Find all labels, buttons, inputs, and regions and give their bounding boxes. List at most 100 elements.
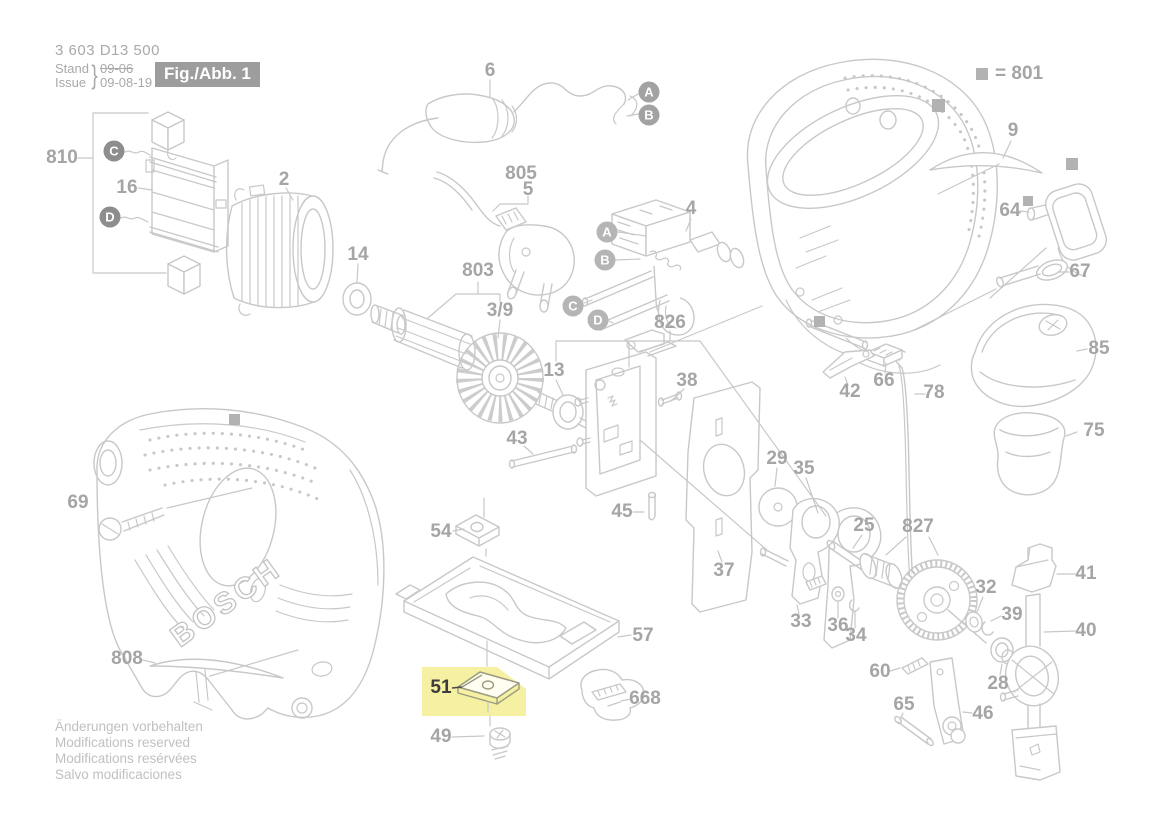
part-label-36: 36: [827, 615, 849, 636]
brush-holder-art: [145, 111, 229, 295]
part-label-60: 60: [869, 661, 891, 682]
part-label-826: 826: [654, 312, 686, 333]
callout-b: B: [638, 104, 660, 126]
callout-c: C: [562, 295, 584, 317]
part-label-37: 37: [713, 560, 735, 581]
part-label-668: 668: [629, 688, 661, 709]
callout-a: A: [638, 81, 660, 103]
part-85-art: [970, 303, 1097, 408]
part-label-46: 46: [972, 703, 994, 724]
part-label-5: 5: [522, 179, 534, 200]
brace-glyph: }: [91, 60, 98, 90]
document-number: 3 603 D13 500: [55, 42, 160, 59]
square-marker-icon: [1066, 158, 1078, 170]
part-label-41: 41: [1075, 563, 1097, 584]
stator-art: [225, 184, 334, 316]
part-label-42: 42: [839, 381, 861, 402]
callout-d: D: [99, 206, 121, 228]
part-label-2: 2: [278, 169, 290, 190]
square-marker-icon: [814, 316, 825, 327]
part-label-4: 4: [685, 198, 697, 219]
part-label-78: 78: [923, 382, 945, 403]
part-67-art: [996, 259, 1069, 288]
issue-date: 09-08-19: [100, 74, 153, 90]
stand-label: Stand: [55, 60, 89, 76]
part-label-25: 25: [853, 515, 875, 536]
part-label-67: 67: [1069, 261, 1091, 282]
issue-block: Stand Issue } 09-06 09-08-19: [55, 60, 152, 91]
part-label-35: 35: [793, 458, 815, 479]
power-cord-art: [433, 171, 575, 313]
part-label-32: 32: [975, 577, 997, 598]
issue-label: Issue: [55, 74, 87, 90]
legend-801: = 801: [976, 63, 1043, 85]
part-label-85: 85: [1088, 338, 1110, 359]
part-label-51-highlighted: 51: [430, 677, 452, 698]
part-label-43: 43: [506, 428, 528, 449]
part-label-75: 75: [1083, 420, 1105, 441]
square-marker-icon: [229, 414, 240, 425]
roller-lever-art: [894, 657, 966, 747]
part-78-art: [894, 349, 914, 583]
part-label-810: 810: [46, 147, 78, 168]
washer-group-art: [965, 611, 1015, 665]
plunger-art: [999, 543, 1061, 781]
square-marker-icon: [1023, 196, 1033, 206]
square-marker-icon: [932, 99, 945, 112]
cable-art: [377, 82, 638, 175]
part-label-805: 805: [505, 163, 537, 184]
part-label-64: 64: [999, 200, 1021, 221]
part-label-54: 54: [430, 521, 452, 542]
part-label-808: 808: [111, 648, 143, 669]
part-label-13: 13: [543, 360, 565, 381]
armature-art: [342, 282, 600, 435]
part-label-65: 65: [893, 694, 915, 715]
part-64-art: [1026, 183, 1108, 277]
part-9-art: [929, 152, 1043, 174]
part-label-38: 38: [676, 370, 698, 391]
part-label-14: 14: [347, 244, 369, 265]
callout-d: D: [587, 309, 609, 331]
part-label-69: 69: [67, 492, 89, 513]
housing-left-art: BOSCH: [93, 408, 385, 720]
callout-c: C: [103, 140, 125, 162]
legend-text: = 801: [995, 63, 1044, 84]
superseded-date: 09-06: [100, 60, 134, 76]
part-808-art: [149, 658, 284, 679]
part-label-39: 39: [1001, 604, 1023, 625]
part-69-art: [98, 507, 165, 541]
part-label-45: 45: [611, 501, 633, 522]
callout-a: A: [596, 221, 618, 243]
part-label-3-9: 3/9: [486, 300, 514, 321]
part-label-34: 34: [845, 625, 867, 646]
base-plate-art: [395, 514, 620, 680]
figure-badge: Fig./Abb. 1: [155, 62, 260, 87]
pointer-lines: [77, 79, 1088, 738]
part-75-art: [993, 412, 1066, 496]
pointer-51: [451, 686, 463, 689]
footer-note: Salvo modificaciones: [55, 767, 182, 782]
part-label-33: 33: [790, 611, 812, 632]
part-label-66: 66: [873, 370, 895, 391]
switch-art: [581, 199, 745, 336]
part-label-16: 16: [116, 177, 138, 198]
gear-art: [859, 552, 987, 644]
footer-note: Modifications reserved: [55, 735, 191, 750]
part-43-art: [508, 444, 578, 469]
footer-note: Änderungen vorbehalten: [55, 719, 203, 734]
part-51-art: [457, 671, 520, 705]
part-label-28: 28: [987, 673, 1009, 694]
square-marker-icon: [976, 68, 988, 80]
footer-note: Modifications resérvées: [55, 751, 197, 766]
part-label-827: 827: [902, 516, 934, 537]
part-label-29: 29: [766, 448, 788, 469]
callout-b: B: [594, 249, 616, 271]
part-label-49: 49: [430, 726, 452, 747]
part-668-art: [580, 668, 645, 721]
part-label-803: 803: [462, 260, 494, 281]
housing-right-art: [746, 58, 998, 374]
gearframe-art: [574, 329, 761, 613]
